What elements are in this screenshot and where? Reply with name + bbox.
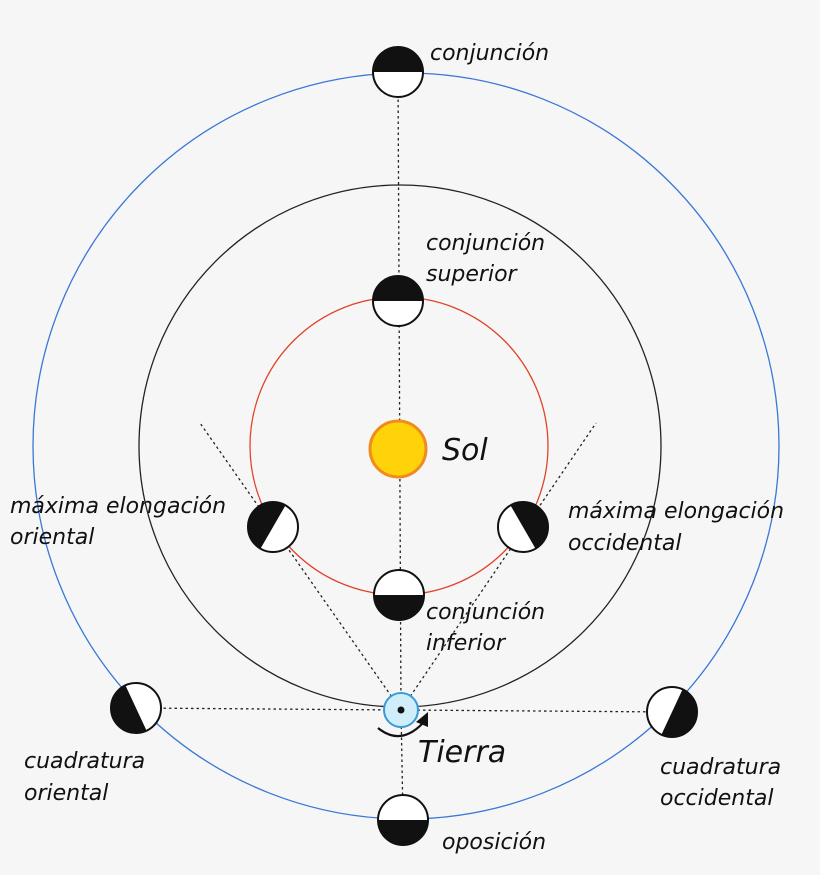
label-western-elongation-line1: máxima elongación	[568, 499, 784, 524]
planet-conjunction	[372, 46, 424, 98]
planet-inferior-conjunction	[373, 569, 425, 621]
label-conjunction: conjunción	[430, 41, 549, 66]
planet-superior-conjunction	[372, 275, 424, 327]
rotation-arrow-icon	[377, 712, 428, 738]
label-eastern-elongation-line1: máxima elongación	[10, 494, 226, 519]
planet-greatest-eastern-elongation	[247, 501, 299, 553]
label-western-elongation-line2: occidental	[568, 531, 681, 556]
planet-western-quadrature	[646, 686, 698, 738]
label-sun: Sol	[442, 433, 488, 468]
label-opposition: oposición	[442, 830, 546, 855]
label-eastern-elongation-line2: oriental	[10, 525, 94, 550]
label-western-quadrature-line1: cuadratura	[660, 755, 781, 780]
earth	[383, 692, 419, 728]
label-earth: Tierra	[418, 735, 506, 770]
planet-opposition	[377, 794, 429, 846]
label-eastern-quadrature-line2: oriental	[24, 781, 108, 806]
label-superior-conjunction-line2: superior	[426, 262, 519, 287]
sun	[368, 419, 428, 479]
planet-eastern-quadrature	[110, 682, 162, 734]
planet-greatest-western-elongation	[497, 501, 549, 553]
label-inferior-conjunction-line2: inferior	[426, 631, 507, 656]
label-superior-conjunction-line1: conjunción	[426, 231, 545, 256]
label-inferior-conjunction-line1: conjunción	[426, 600, 545, 625]
label-eastern-quadrature-line1: cuadratura	[24, 749, 145, 774]
label-western-quadrature-line2: occidental	[660, 786, 773, 811]
